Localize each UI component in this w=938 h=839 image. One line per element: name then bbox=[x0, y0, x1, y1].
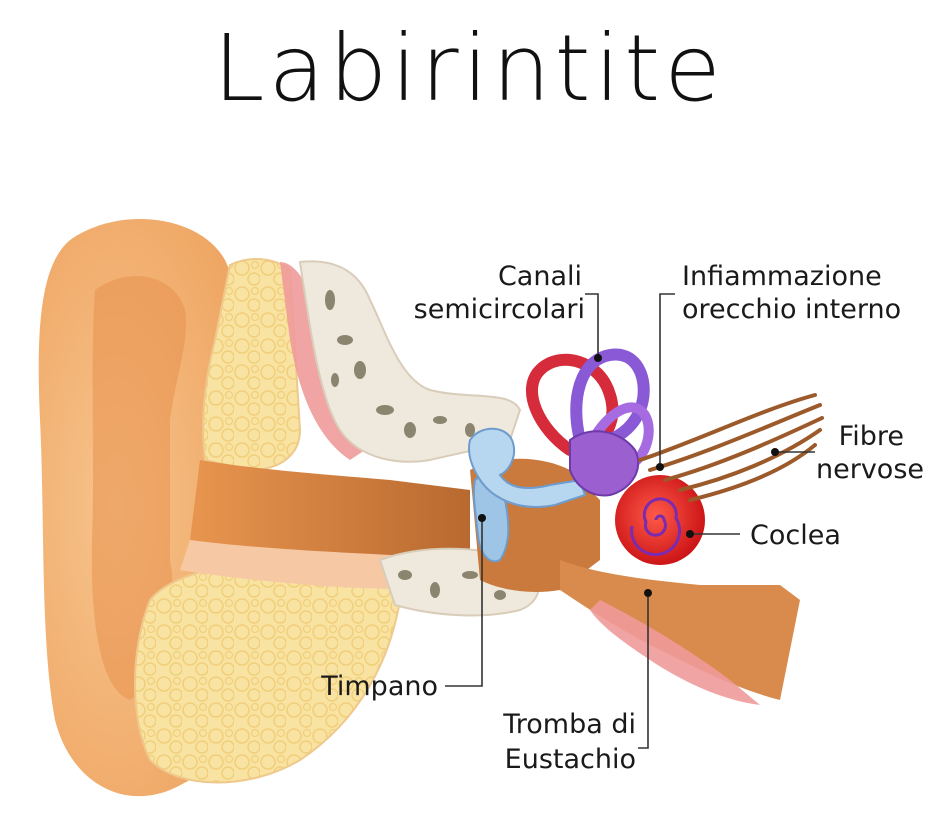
label-infiammazione-line1: Infiammazione bbox=[682, 261, 882, 292]
vestibule bbox=[569, 430, 640, 497]
bone-pores-upper bbox=[325, 290, 475, 438]
ossicles bbox=[468, 427, 587, 508]
eustachian-muscle bbox=[590, 600, 760, 705]
fat-tissue-upper bbox=[202, 258, 302, 472]
label-coclea: Coclea bbox=[750, 520, 841, 551]
label-fibre-line1: Fibre bbox=[839, 421, 904, 452]
label-canali-line2: semicircolari bbox=[414, 294, 585, 325]
label-tromba-line1: Tromba di bbox=[502, 709, 636, 740]
label-canali-line1: Canali bbox=[498, 261, 582, 292]
label-fibre-line2: nervose bbox=[816, 454, 924, 485]
nerve-fibers bbox=[638, 393, 824, 502]
label-timpano: Timpano bbox=[320, 671, 438, 702]
bone-pores-lower bbox=[398, 570, 506, 600]
semicircular-canals bbox=[525, 348, 654, 470]
cochlea-spiral bbox=[630, 497, 682, 557]
eustachian-tube bbox=[560, 560, 800, 700]
leader-lines bbox=[445, 293, 815, 749]
label-infiammazione-line2: orecchio interno bbox=[682, 294, 901, 325]
ear-canal bbox=[190, 460, 470, 563]
page-title: Labirintite bbox=[213, 15, 725, 122]
cochlea bbox=[615, 475, 705, 565]
label-tromba-line2: Eustachio bbox=[505, 744, 636, 775]
